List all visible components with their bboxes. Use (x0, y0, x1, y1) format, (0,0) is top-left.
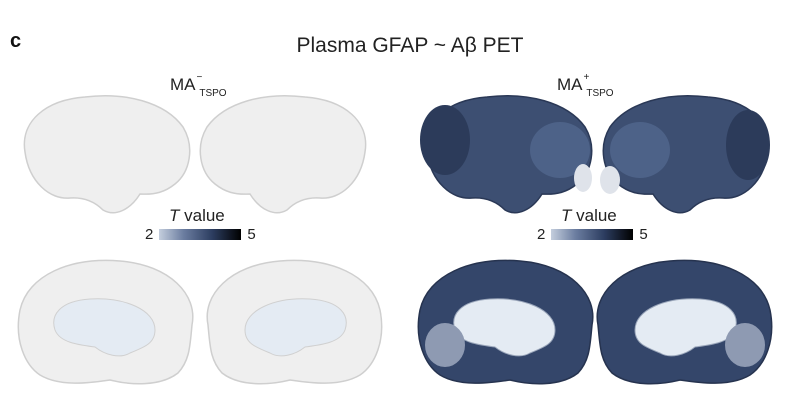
brain-lateral-right-hemisphere (199, 95, 367, 214)
condition-sub: TSPO (586, 88, 614, 99)
brain-medial-left-hemisphere-positive (417, 259, 594, 385)
colorbar-min: 2 (145, 226, 154, 243)
condition-label-left: MA− TSPO (170, 72, 227, 99)
condition-base: MA (170, 75, 196, 94)
colorbar-left: T value 2 5 (145, 206, 256, 243)
colorbar-max: 5 (639, 226, 648, 243)
condition-base: MA (557, 75, 583, 94)
brain-medial-left-hemisphere (17, 259, 194, 385)
colorbar-title-italic: T (169, 206, 180, 225)
condition-sup: + (583, 72, 590, 83)
brain-medial-right-hemisphere-positive (596, 259, 773, 385)
colorbar-title-rest: value (179, 206, 225, 225)
colorbar-title: T value (145, 206, 256, 226)
condition-label-right: MA+ TSPO (557, 72, 614, 99)
colorbar-title-rest: value (571, 206, 617, 225)
brain-lateral-left-hemisphere-positive (420, 95, 593, 214)
colorbar-min: 2 (537, 226, 546, 243)
colorbar-title: T value (537, 206, 648, 226)
condition-sub: TSPO (199, 88, 227, 99)
colorbar-max: 5 (247, 226, 256, 243)
panel-letter: c (10, 30, 22, 52)
figure-title: Plasma GFAP ~ Aβ PET (296, 34, 524, 57)
brain-lateral-right-hemisphere-positive (600, 95, 770, 214)
colorbar-right: T value 2 5 (537, 206, 648, 243)
brain-lateral-left-hemisphere (23, 95, 191, 214)
colorbar-gradient (159, 229, 242, 240)
condition-sup: − (196, 72, 203, 83)
colorbar-gradient (551, 229, 634, 240)
brain-medial-right-hemisphere (206, 259, 383, 385)
colorbar-title-italic: T (561, 206, 572, 225)
